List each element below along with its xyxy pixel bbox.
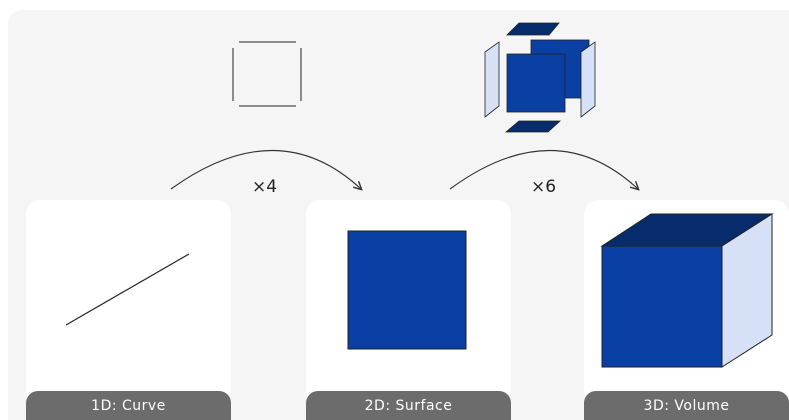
surface-square — [347, 230, 467, 350]
panel-curve — [26, 200, 231, 405]
exploded-left-face — [484, 41, 500, 118]
label-surface: 2D: Surface — [306, 391, 511, 420]
exploded-front-face — [506, 53, 566, 113]
multiplier-six: ×6 — [531, 177, 556, 197]
cube-front-face — [601, 245, 723, 368]
label-curve: 1D: Curve — [26, 391, 231, 420]
exploded-bottom-face — [504, 120, 562, 133]
multiplier-four: ×4 — [252, 177, 277, 197]
arrow-surface-to-volume — [449, 150, 638, 190]
curve-line — [65, 253, 190, 326]
exploded-top-face — [506, 22, 560, 36]
arrow-curve-to-surface — [170, 149, 361, 190]
label-volume: 3D: Volume — [584, 391, 789, 420]
exploded-right-face — [580, 41, 596, 118]
